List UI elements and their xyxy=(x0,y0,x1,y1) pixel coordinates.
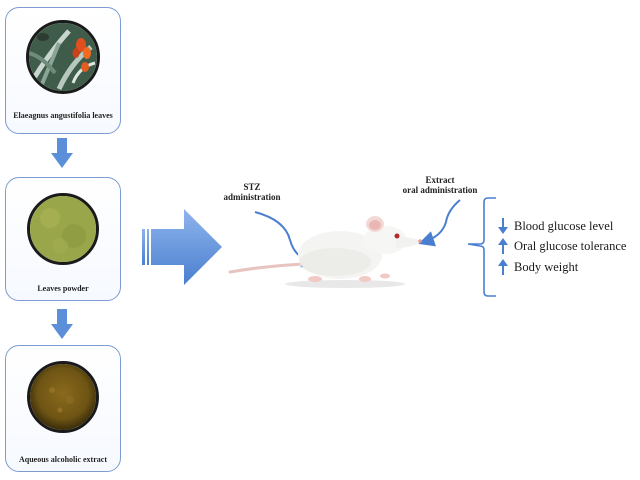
outcome-row-1: Blood glucose level xyxy=(497,217,613,235)
leaves-image xyxy=(29,23,97,91)
stz-label-line2: administration xyxy=(223,192,281,202)
leaves-caption: Elaeagnus angustifolia leaves xyxy=(13,111,113,120)
outcome-label-2: Oral glucose tolerance xyxy=(514,238,627,253)
leaves-photo xyxy=(26,20,100,94)
outcome-label-1: Blood glucose level xyxy=(514,218,614,233)
down-arrow-2 xyxy=(51,309,73,339)
extract-curved-arrow xyxy=(418,199,461,247)
extract-image xyxy=(30,364,96,430)
up-arrow-icon xyxy=(498,238,508,254)
up-arrow-icon xyxy=(498,259,508,275)
rat-image xyxy=(228,216,422,288)
extract-panel: Aqueous alcoholic extract xyxy=(5,345,121,472)
powder-photo xyxy=(27,193,99,265)
powder-caption: Leaves powder xyxy=(37,284,89,293)
extract-admin-line1: Extract xyxy=(425,175,455,185)
extract-caption: Aqueous alcoholic extract xyxy=(19,455,107,464)
outcome-label-3: Body weight xyxy=(514,259,579,274)
outcome-row-3: Body weight xyxy=(497,258,578,276)
extract-admin-line2: oral administration xyxy=(402,185,478,195)
leaves-panel: Elaeagnus angustifolia leaves xyxy=(5,7,121,134)
extract-admin-label: Extract oral administration xyxy=(385,175,495,195)
big-right-arrow xyxy=(142,209,222,285)
extract-photo xyxy=(27,361,99,433)
powder-panel: Leaves powder xyxy=(5,177,121,301)
down-arrow-1 xyxy=(51,138,73,168)
down-arrow-icon xyxy=(498,218,508,234)
powder-image xyxy=(30,196,96,262)
stz-label: STZ administration xyxy=(222,182,282,202)
stz-label-line1: STZ xyxy=(243,182,261,192)
outcome-row-2: Oral glucose tolerance xyxy=(497,237,626,255)
outcome-bracket xyxy=(467,197,496,297)
